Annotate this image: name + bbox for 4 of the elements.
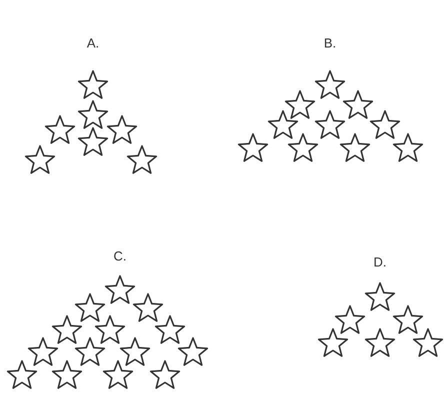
option-label: B.	[324, 36, 336, 50]
option-label: C.	[114, 250, 126, 262]
option-label: A.	[86, 36, 100, 50]
option-label: D.	[374, 256, 386, 268]
